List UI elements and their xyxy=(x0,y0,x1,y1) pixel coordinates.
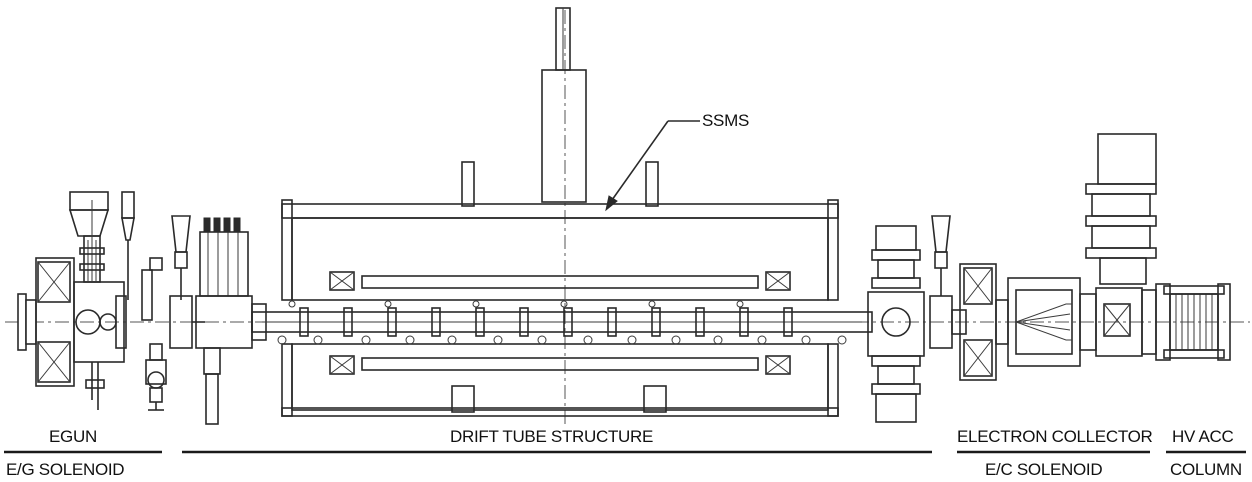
egun-label: EGUN xyxy=(49,427,97,446)
section-labels: EGUN E/G SOLENOID DRIFT TUBE STRUCTURE E… xyxy=(4,427,1246,479)
eg-solenoid-label: E/G SOLENOID xyxy=(6,460,124,479)
gate-valve-left xyxy=(169,215,205,349)
drift-tube xyxy=(251,300,873,345)
electron-gun-assembly xyxy=(17,191,167,411)
drift-tube-structure-label: DRIFT TUBE STRUCTURE xyxy=(450,427,653,446)
ec-solenoid-label: E/C SOLENOID xyxy=(985,460,1102,479)
feedthrough-cross xyxy=(195,217,267,425)
ssms-callout: SSMS xyxy=(605,111,749,212)
collector-assembly xyxy=(959,133,1157,381)
gate-valve-right xyxy=(929,215,967,349)
ssms-label: SSMS xyxy=(702,111,749,130)
ssms-magnet xyxy=(281,7,839,417)
hv-acc-label: HV ACC xyxy=(1172,427,1234,446)
hv-acc-column xyxy=(1155,283,1231,361)
right-cross xyxy=(867,225,925,423)
electron-collector-label: ELECTRON COLLECTOR xyxy=(957,427,1153,446)
column-label: COLUMN xyxy=(1170,460,1242,479)
